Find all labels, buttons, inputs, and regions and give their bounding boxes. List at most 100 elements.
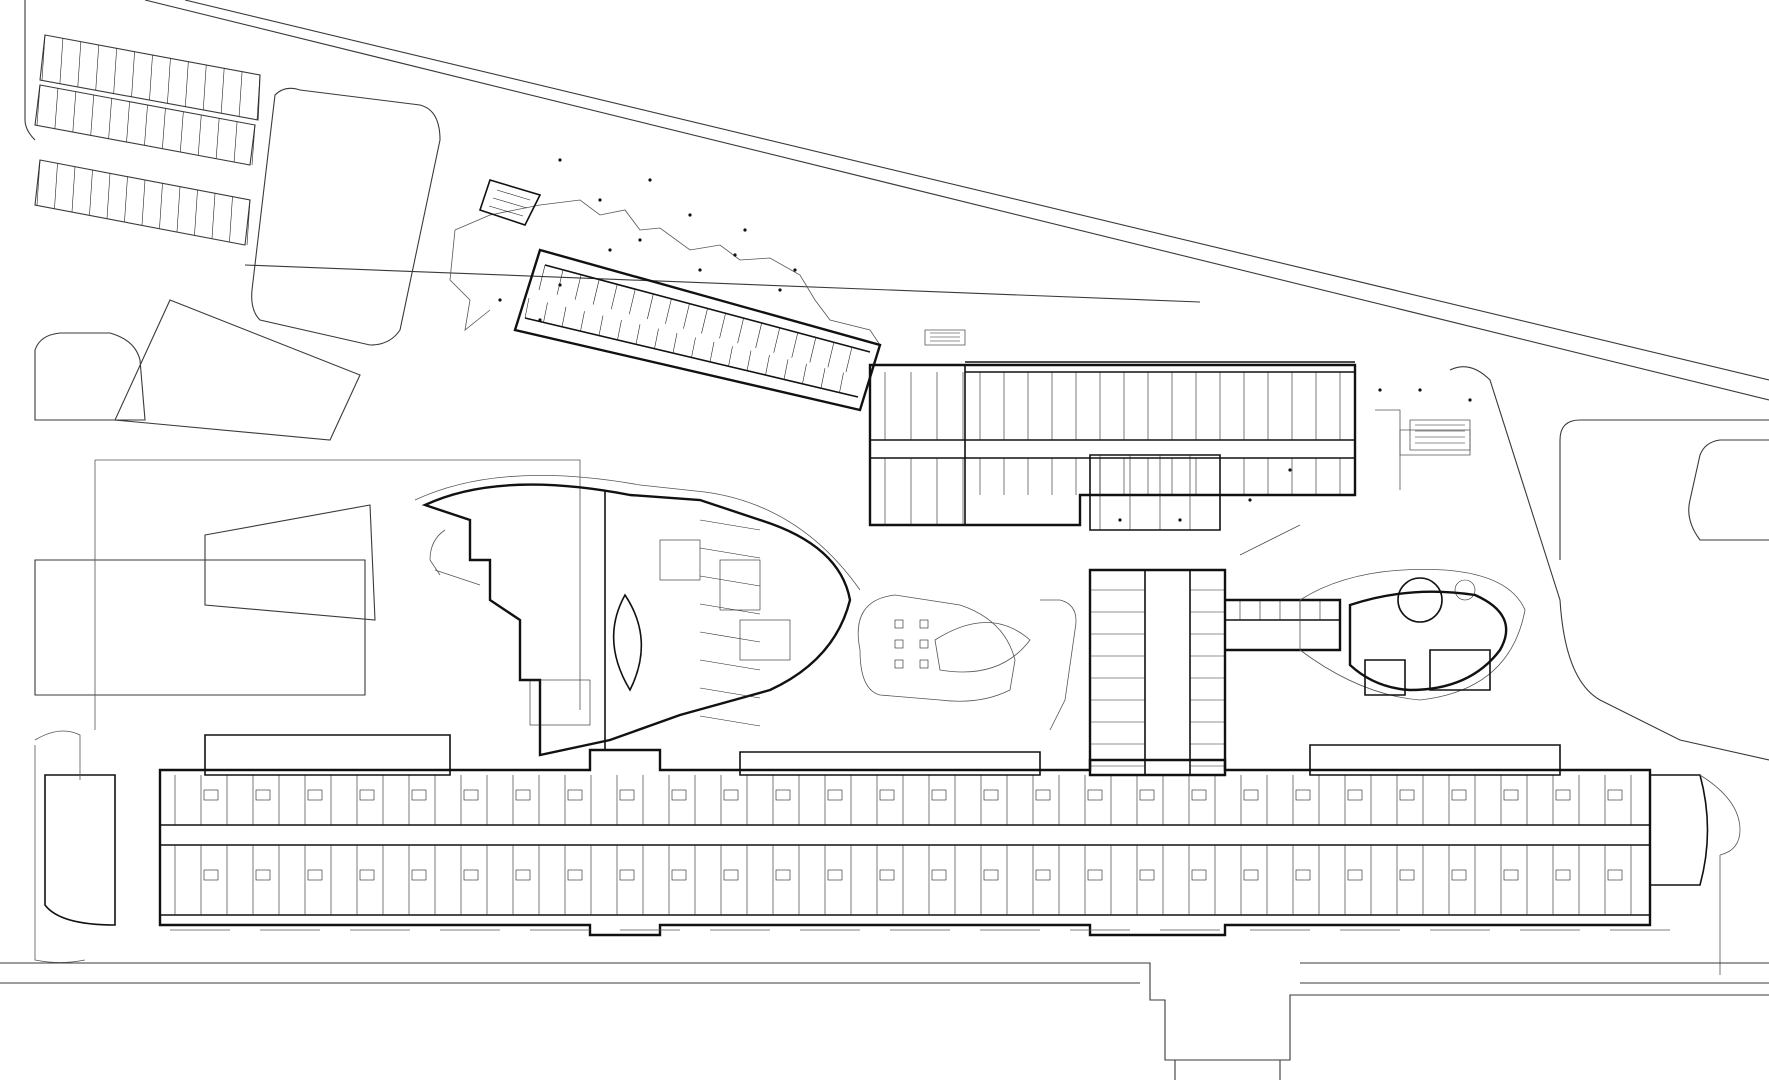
plan-line (839, 372, 844, 393)
plan-line (691, 337, 696, 358)
plan-line (36, 84, 41, 126)
room (1035, 789, 1051, 801)
plan-line (773, 327, 781, 353)
plan-line (197, 114, 202, 156)
plan-line (256, 74, 261, 121)
east-leaf-pavilion (1299, 569, 1526, 701)
plan-line (54, 163, 58, 209)
room (671, 789, 687, 801)
room (1555, 869, 1571, 881)
column-dot (1248, 498, 1252, 502)
room (515, 869, 531, 881)
room (723, 869, 739, 881)
room (827, 789, 843, 801)
column-dot (638, 238, 642, 242)
room (515, 789, 531, 801)
plan-line (108, 98, 112, 139)
plan-line (72, 91, 77, 132)
room (1503, 789, 1519, 801)
plan-line (185, 61, 189, 107)
room (255, 869, 271, 881)
room (1555, 789, 1571, 801)
room (1451, 789, 1467, 801)
plan-line (149, 54, 153, 101)
north-angled-wing (449, 179, 882, 412)
column-markers (498, 158, 1472, 522)
column-dot (688, 213, 692, 217)
plan-line (701, 308, 708, 334)
plan-line (827, 342, 835, 368)
room (567, 869, 583, 881)
plan-line (765, 354, 770, 376)
room (1607, 869, 1623, 881)
room (983, 789, 999, 801)
plan-line (54, 88, 59, 129)
room (1295, 789, 1311, 801)
room (671, 869, 687, 881)
column-dot (733, 253, 737, 257)
plan-line (683, 303, 690, 329)
room (1347, 789, 1363, 801)
plan-line (238, 71, 243, 117)
plan-line (220, 68, 225, 114)
plan-line (233, 121, 238, 162)
plan-line (737, 318, 744, 344)
column-dot (558, 158, 562, 162)
plan-line (141, 179, 146, 226)
plan-line (561, 306, 567, 327)
room (463, 789, 479, 801)
garden-medallion (857, 594, 1077, 731)
connector-wing (1088, 568, 1342, 777)
room (1087, 789, 1103, 801)
plan-line (699, 715, 761, 727)
room (619, 869, 635, 881)
site-outline (24, 0, 1769, 761)
column-dot (1418, 388, 1422, 392)
room (659, 539, 701, 581)
room (879, 869, 895, 881)
plan-line (728, 346, 733, 367)
south-linear-block (34, 730, 1741, 975)
plan-line (95, 44, 100, 91)
plan-line (41, 34, 46, 81)
plan-line (699, 603, 761, 615)
plan-line (202, 64, 207, 111)
plan-line (159, 183, 163, 229)
column-dot (608, 248, 612, 252)
room (411, 789, 427, 801)
plan-line (229, 196, 233, 242)
room (359, 869, 375, 881)
plan-line (215, 118, 220, 159)
east-landscape (1239, 409, 1471, 556)
plan-line (126, 101, 130, 142)
room (1087, 869, 1103, 881)
south-road (0, 962, 1769, 1080)
room (775, 789, 791, 801)
room (775, 869, 791, 881)
room (463, 869, 479, 881)
plan-line (647, 293, 654, 320)
room (1451, 869, 1467, 881)
room (203, 789, 219, 801)
plan-line (543, 302, 548, 323)
room (719, 559, 761, 611)
room (307, 789, 323, 801)
room (1191, 869, 1207, 881)
plan-line (538, 264, 546, 291)
room (1139, 869, 1155, 881)
plan-line (246, 199, 251, 246)
plan-line (106, 173, 111, 219)
room (1139, 789, 1155, 801)
room (931, 789, 947, 801)
plan-line (89, 169, 93, 216)
column-dot (598, 198, 602, 202)
column-dot (698, 268, 702, 272)
plan-line (592, 279, 600, 305)
plan-line (59, 38, 64, 84)
room (739, 619, 791, 661)
plan-line (809, 337, 817, 363)
plan-line (610, 284, 618, 310)
plan-line (699, 519, 761, 531)
plan-line (820, 368, 826, 389)
plan-line (211, 193, 216, 239)
